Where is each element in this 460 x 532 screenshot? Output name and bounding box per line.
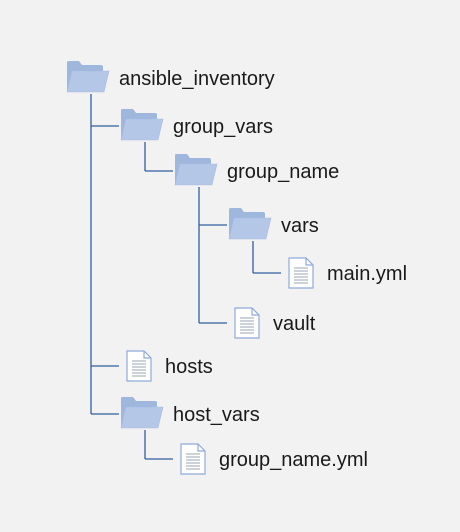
node-label: vars <box>281 215 319 237</box>
file-icon <box>126 350 152 382</box>
file-icon <box>288 257 314 289</box>
file-icon <box>234 307 260 339</box>
node-label: vault <box>273 313 316 335</box>
tree-node-group_name_yml: group_name.yml <box>180 443 368 475</box>
node-label: ansible_inventory <box>119 68 275 90</box>
folder-icon <box>66 61 110 93</box>
tree-node-group_name: group_name <box>174 154 339 186</box>
tree-connectors <box>90 94 281 460</box>
tree-node-vars: vars <box>228 208 319 240</box>
tree-node-vault: vault <box>234 307 316 339</box>
node-label: group_name.yml <box>219 449 368 471</box>
node-label: host_vars <box>173 404 260 426</box>
tree-node-group_vars: group_vars <box>120 109 273 141</box>
file-icon <box>180 443 206 475</box>
node-label: group_name <box>227 161 339 183</box>
node-label: group_vars <box>173 116 273 138</box>
node-label: main.yml <box>327 263 407 285</box>
tree-node-hosts: hosts <box>126 350 213 382</box>
folder-icon <box>174 154 218 186</box>
tree-nodes: ansible_inventory group_vars group_namevar… <box>66 61 407 475</box>
folder-icon <box>120 109 164 141</box>
folder-icon <box>228 208 272 240</box>
tree-node-host_vars: host_vars <box>120 397 260 429</box>
node-label: hosts <box>165 356 213 378</box>
folder-icon <box>120 397 164 429</box>
tree-node-ansible_inventory: ansible_inventory <box>66 61 275 93</box>
tree-node-main_yml: main.yml <box>288 257 407 289</box>
